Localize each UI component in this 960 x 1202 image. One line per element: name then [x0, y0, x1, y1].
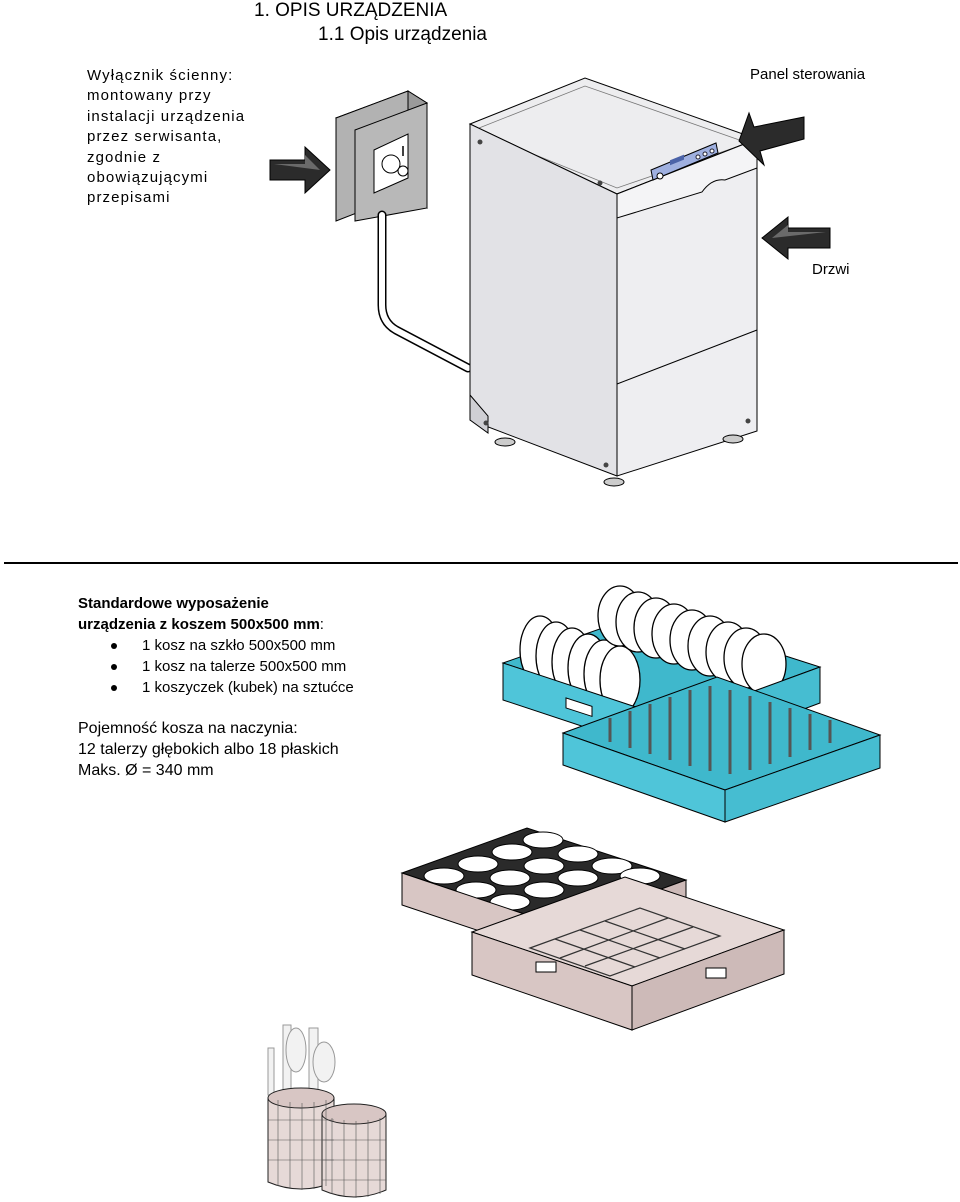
- equipment-list: 1 kosz na szkło 500x500 mm 1 kosz na tal…: [78, 635, 518, 698]
- equipment-title-line1: Standardowe wyposażenie: [78, 595, 269, 612]
- basket-capacity: Pojemność kosza na naczynia: 12 talerzy …: [78, 718, 339, 781]
- door-callout: Drzwi: [812, 261, 850, 278]
- subsection-heading: 1.1 Opis urządzenia: [318, 24, 487, 45]
- equipment-title-line2: urządzenia z koszem 500x500 mm:: [78, 616, 324, 633]
- wall-switch-arrow-icon: [269, 145, 331, 195]
- list-item: 1 kosz na talerze 500x500 mm: [78, 656, 518, 677]
- capacity-line3: Maks. Ø = 340 mm: [78, 762, 214, 779]
- control-panel-arrow-icon: [738, 111, 805, 167]
- door-arrow-icon: [761, 215, 831, 261]
- glass-basket-illustration: [561, 676, 882, 823]
- wall-switch-callout: Wyłącznik ścienny: montowany przy instal…: [87, 67, 246, 207]
- control-panel-callout: Panel sterowania: [750, 66, 866, 83]
- section-divider: [4, 562, 958, 564]
- list-item: 1 koszyczek (kubek) na sztućce: [78, 677, 518, 698]
- capacity-line1: Pojemność kosza na naczynia:: [78, 720, 298, 737]
- list-item: 1 kosz na szkło 500x500 mm: [78, 635, 518, 656]
- cutlery-cup-illustration: [267, 1024, 387, 1198]
- capacity-line2: 12 talerzy głębokich albo 18 płaskich: [78, 741, 339, 758]
- wall-switch-illustration: [334, 90, 429, 222]
- dishwasher-illustration: [468, 77, 759, 487]
- standard-equipment: Standardowe wyposażenie urządzenia z kos…: [78, 593, 518, 698]
- section-heading: 1. OPIS URZĄDZENIA: [254, 0, 448, 21]
- cutlery-basket-illustration: [470, 876, 786, 1031]
